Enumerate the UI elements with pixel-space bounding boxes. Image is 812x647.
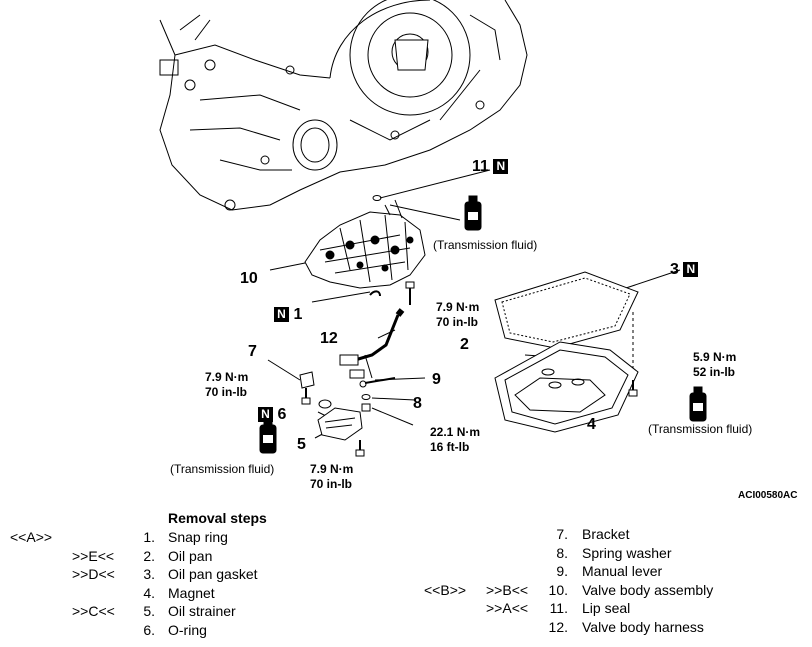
new-part-badge: N	[274, 307, 289, 323]
label-part-1: N 1	[274, 306, 302, 324]
step-mark-right: >>A<<	[486, 600, 529, 616]
fluid-bottle-icon	[259, 418, 277, 454]
valve-body-harness	[339, 308, 405, 379]
step-text: Oil strainer	[168, 603, 236, 619]
step-number: 5.	[143, 603, 155, 619]
removal-step-row: >>E<< 2. Oil pan	[10, 547, 310, 566]
new-part-badge: N	[683, 262, 699, 278]
fluid-label: (Transmission fluid)	[433, 238, 538, 252]
figure-code: ACI00580AC	[738, 490, 798, 501]
step-number: 12.	[548, 618, 568, 635]
bracket	[299, 371, 315, 405]
label-part-6: N 6	[258, 406, 286, 424]
removal-step-row: 8. Spring washer	[424, 544, 804, 563]
snap-ring	[369, 290, 381, 297]
step-number: 6.	[143, 621, 155, 638]
step-mark-right: >>C<<	[72, 603, 115, 619]
step-number: 4.	[143, 584, 155, 601]
step-text: Snap ring	[168, 529, 228, 545]
valve-body-bolt	[405, 281, 415, 305]
step-number: 10.	[548, 581, 568, 598]
label-part-10: 10	[240, 270, 258, 287]
step-text: O-ring	[168, 621, 207, 638]
removal-step-row: 4. Magnet	[10, 584, 310, 603]
removal-step-row: >>D<< 3. Oil pan gasket	[10, 565, 310, 584]
step-text: Valve body harness	[582, 618, 704, 635]
oil-pan-gasket	[494, 271, 639, 349]
step-text: Oil pan gasket	[168, 566, 258, 582]
step-text: Spring washer	[582, 544, 672, 561]
fluid-label: (Transmission fluid)	[648, 422, 753, 436]
fluid-bottle-icon	[689, 386, 707, 422]
step-mark-right: >>B<<	[486, 581, 529, 598]
label-part-2: 2	[460, 336, 469, 353]
label-part-8: 8	[413, 395, 422, 412]
step-mark-right: >>D<<	[72, 566, 115, 582]
removal-steps-left: <<A>> 1. Snap ring >>E<< 2. Oil pan >>D<< 3. Oil…	[10, 528, 310, 639]
step-mark-left: <<A>>	[10, 529, 53, 545]
removal-step-row: >>A<< 11. Lip seal	[424, 599, 804, 618]
o-ring	[318, 399, 332, 409]
fluid-label: (Transmission fluid)	[170, 462, 275, 476]
step-mark-left: <<B>>	[424, 581, 467, 598]
step-text: Manual lever	[582, 563, 663, 579]
step-text: Valve body assembly	[582, 581, 714, 598]
step-text: Lip seal	[582, 600, 631, 616]
exploded-view-diagram	[159, 0, 707, 457]
removal-steps-right: 7. Bracket 8. Spring washer 9. Manual lever <<…	[424, 525, 804, 636]
removal-step-row: 9. Manual lever	[424, 562, 804, 581]
manual-lever	[359, 377, 396, 388]
step-number: 11.	[549, 600, 568, 616]
new-part-badge: N	[493, 159, 509, 175]
step-text: Magnet	[168, 584, 215, 601]
label-part-7: 7	[248, 343, 257, 360]
oil-pan-bolt	[628, 380, 638, 397]
removal-step-row: >>C<< 5. Oil strainer	[10, 602, 310, 621]
label-part-12: 12	[320, 330, 338, 347]
oil-strainer	[317, 407, 363, 441]
removal-step-row: 6. O-ring	[10, 621, 310, 640]
step-number: 9.	[556, 563, 568, 579]
label-part-11: 11 N	[472, 158, 509, 176]
step-number: 7.	[556, 526, 568, 542]
step-number: 8.	[556, 544, 568, 561]
step-number: 2.	[143, 547, 155, 564]
label-part-3: 3 N	[670, 261, 699, 279]
step-number: 3.	[143, 566, 155, 582]
removal-step-row: 12. Valve body harness	[424, 618, 804, 637]
oil-pan	[494, 341, 639, 433]
step-mark-right: >>E<<	[72, 547, 115, 564]
removal-step-row: <<B>> >>B<< 10. Valve body assembly	[424, 581, 804, 600]
label-part-4: 4	[587, 416, 596, 433]
strainer-bolt	[355, 440, 365, 457]
label-part-5: 5	[297, 436, 306, 453]
valve-body-assembly	[304, 199, 426, 289]
removal-steps-title: Removal steps	[168, 510, 267, 526]
lip-seal	[372, 195, 382, 201]
fluid-bottle-icon	[464, 195, 482, 231]
step-number: 1.	[143, 529, 155, 545]
spring-washer	[361, 394, 371, 400]
removal-step-row: <<A>> 1. Snap ring	[10, 528, 310, 547]
removal-step-row: 7. Bracket	[424, 525, 804, 544]
step-text: Bracket	[582, 526, 630, 542]
lever-nut	[361, 403, 371, 412]
new-part-badge: N	[258, 407, 273, 423]
transaxle-case	[159, 0, 528, 211]
label-part-9: 9	[432, 371, 441, 388]
step-text: Oil pan	[168, 547, 213, 564]
